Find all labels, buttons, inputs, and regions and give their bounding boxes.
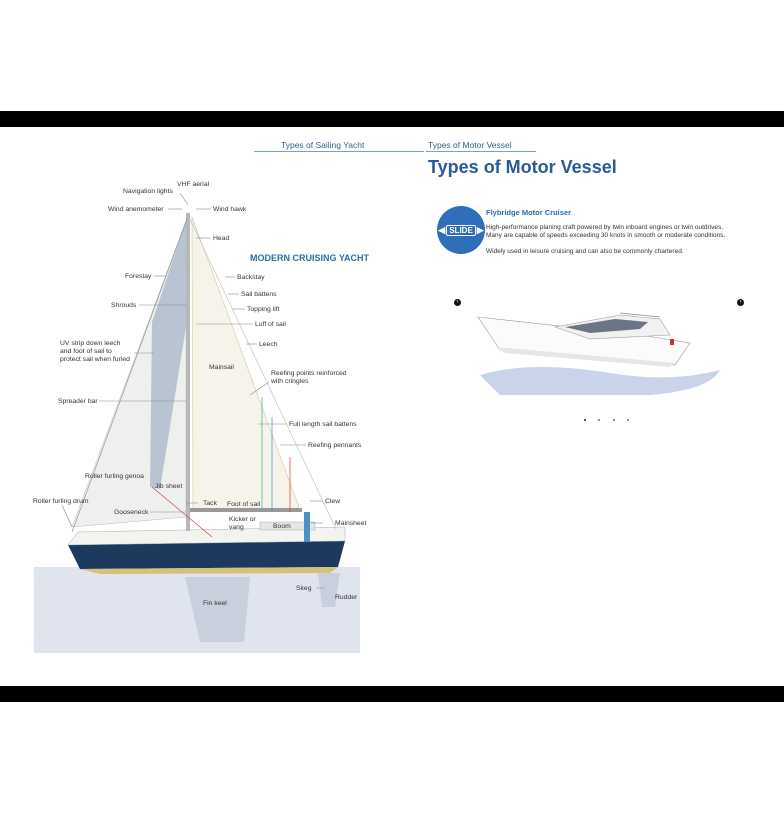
label-reefing-pennants: Reefing pennants [308,442,362,449]
boom-shape [190,508,302,512]
tab-underline-motor [426,151,536,152]
label-head: Head [213,235,229,242]
fin-keel-shape [185,577,250,642]
page-title: Types of Motor Vessel [428,157,617,177]
slide-button-label: SLIDE [446,224,476,236]
wake-spray [480,366,720,395]
label-wind-hawk: Wind hawk [213,206,247,213]
label-vhf-aerial: VHF aerial [177,181,210,188]
label-shrouds: Shrouds [111,302,137,309]
label-mainsail: Mainsail [209,364,234,371]
bottom-black-bar [0,686,784,702]
slider-dots [580,408,633,426]
book-spread: Types of Sailing Yacht Types of Motor Ve… [0,127,784,686]
label-roller-furling-genoa: Roller furling genoa [85,473,144,480]
label-uv-strip-1: UV strip down leech [60,340,121,347]
arrow-left-icon: ◀ [438,224,446,235]
boat-name: Flybridge Motor Cruiser [486,208,572,217]
top-black-bar [0,111,784,127]
label-luff-of-sail: Luff of sail [255,321,286,328]
rudder-shape [318,573,340,607]
label-clew: Clew [325,498,340,505]
tab-types-of-motor-vessel[interactable]: Types of Motor Vessel [428,140,512,150]
label-fin-keel: Fin keel [203,600,227,607]
label-backstay: Backstay [237,274,265,281]
label-spreader-bar: Spreader bar [58,398,98,405]
label-reefing-points-2: with cringles [270,378,309,385]
boat-description-2: Widely used in leisure cruising and can … [486,248,684,255]
label-sail-battens: Sail battens [241,291,277,298]
label-kicker-2: vang [229,524,244,531]
arrow-right-icon: ▶ [476,224,484,235]
uv-strip-shape [150,221,186,489]
label-tack: Tack [203,500,218,507]
tab-underline-sailing [254,151,424,152]
section-title: MODERN CRUISING YACHT [250,253,370,263]
label-reefing-points-1: Reefing points reinforced [271,370,347,377]
chevron-left-icon[interactable]: ‹ [454,299,461,306]
slide-button[interactable]: ◀ SLIDE ▶ [437,206,485,254]
label-leech: Leech [259,341,278,348]
slider-dot-2[interactable] [598,419,601,421]
label-topping-lift: Topping lift [247,306,280,313]
chevron-right-icon[interactable]: › [737,299,744,306]
windows [565,319,648,333]
label-foot-of-sail: Foot of sail [227,501,261,508]
label-uv-strip-3: protect sail when furled [60,356,130,363]
slider-dot-4[interactable] [627,419,630,421]
boat-description: High-performance planing craft powered b… [486,224,726,239]
boot-stripe [80,567,338,574]
label-skeg: Skeg [296,585,312,592]
label-uv-strip-2: and foot of sail to [60,348,112,355]
label-boom: Boom [273,523,291,530]
deck-shape [67,526,346,546]
label-kicker-1: Kicker or [229,516,257,523]
label-wind-anemometer: Wind anemometer [108,206,164,213]
slider-dot-3[interactable] [612,419,615,421]
mainsheet-shape [304,512,310,542]
label-forestay: Forestay [125,273,152,280]
hull-shape [68,541,345,569]
label-roller-furling-drum: Roller furling drum [33,498,89,505]
label-navigation-lights: Navigation lights [123,188,173,195]
label-gooseneck: Gooseneck [114,509,149,516]
motor-cruiser-illustration [477,312,720,395]
sailing-yacht-diagram: MODERN CRUISING YACHT VHF aerial Navigat… [33,181,370,653]
label-jib-sheet: Jib sheet [155,483,182,490]
slider-dot-1[interactable] [584,419,586,421]
tab-types-of-sailing-yacht[interactable]: Types of Sailing Yacht [281,140,365,150]
label-full-length-battens: Full length sail battens [289,421,357,428]
mast-shape [186,213,190,531]
label-rudder: Rudder [335,594,358,601]
label-mainsheet: Mainsheet [335,520,366,527]
